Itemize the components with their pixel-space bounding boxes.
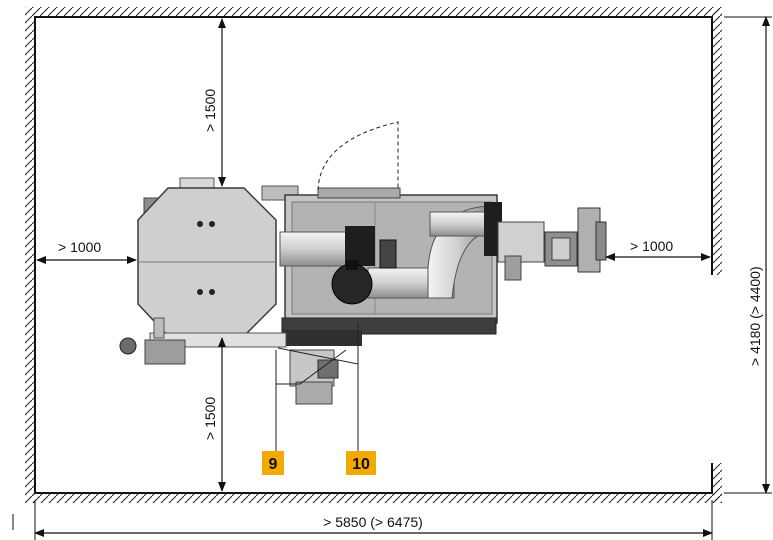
motor-shaft	[346, 260, 358, 270]
leader-9	[275, 349, 347, 385]
dim-width-label: > 5850 (> 6475)	[323, 514, 423, 530]
end-cap-inner	[551, 237, 571, 261]
callout-9-box	[262, 451, 284, 475]
bottom-support	[282, 330, 362, 346]
dim-right-label: > 1000	[630, 238, 673, 254]
callout-10-label: 10	[352, 456, 370, 473]
wall-top-hatch	[32, 7, 722, 17]
wall-bottom-hatch	[32, 493, 722, 503]
dim-bottom-label: > 1500	[202, 397, 218, 440]
fitting-flange	[497, 221, 545, 263]
boiler-unit	[137, 177, 299, 337]
callout-leaders	[275, 322, 359, 451]
callout-9-label: 9	[269, 456, 278, 473]
pump-body	[295, 381, 333, 405]
dim-depth-label: > 4180 (> 4400)	[747, 266, 763, 366]
pump-bracket	[317, 359, 339, 379]
wall-left-hatch	[25, 7, 35, 503]
wall-right-upper-hatch	[712, 7, 722, 275]
lower-assembly	[289, 349, 339, 405]
bolt	[209, 221, 215, 227]
foot-fitting	[144, 339, 186, 365]
dim-top-label: > 1500	[202, 89, 218, 132]
callout-9: 9	[262, 451, 284, 475]
foot-wheel	[119, 337, 137, 355]
outlet-tip	[595, 221, 607, 261]
pipework	[279, 202, 607, 305]
bolt	[209, 289, 215, 295]
support-leg-left	[153, 317, 165, 339]
dim-left-label: > 1000	[58, 239, 101, 255]
valve-block	[379, 239, 397, 269]
callout-10-box	[346, 451, 376, 475]
callout-10: 10	[346, 451, 376, 475]
room-walls	[25, 7, 722, 503]
dimension-lines	[12, 16, 772, 540]
door-swing-arc	[317, 121, 399, 191]
wall-right-lower-hatch	[712, 463, 722, 503]
top-flange	[317, 187, 401, 199]
bolt	[197, 289, 203, 295]
blower-housing	[345, 226, 375, 266]
pipe-upper-run	[429, 211, 487, 237]
fitting-bracket	[504, 255, 522, 281]
bolt	[197, 221, 203, 227]
wall-inner-outline	[34, 16, 713, 494]
